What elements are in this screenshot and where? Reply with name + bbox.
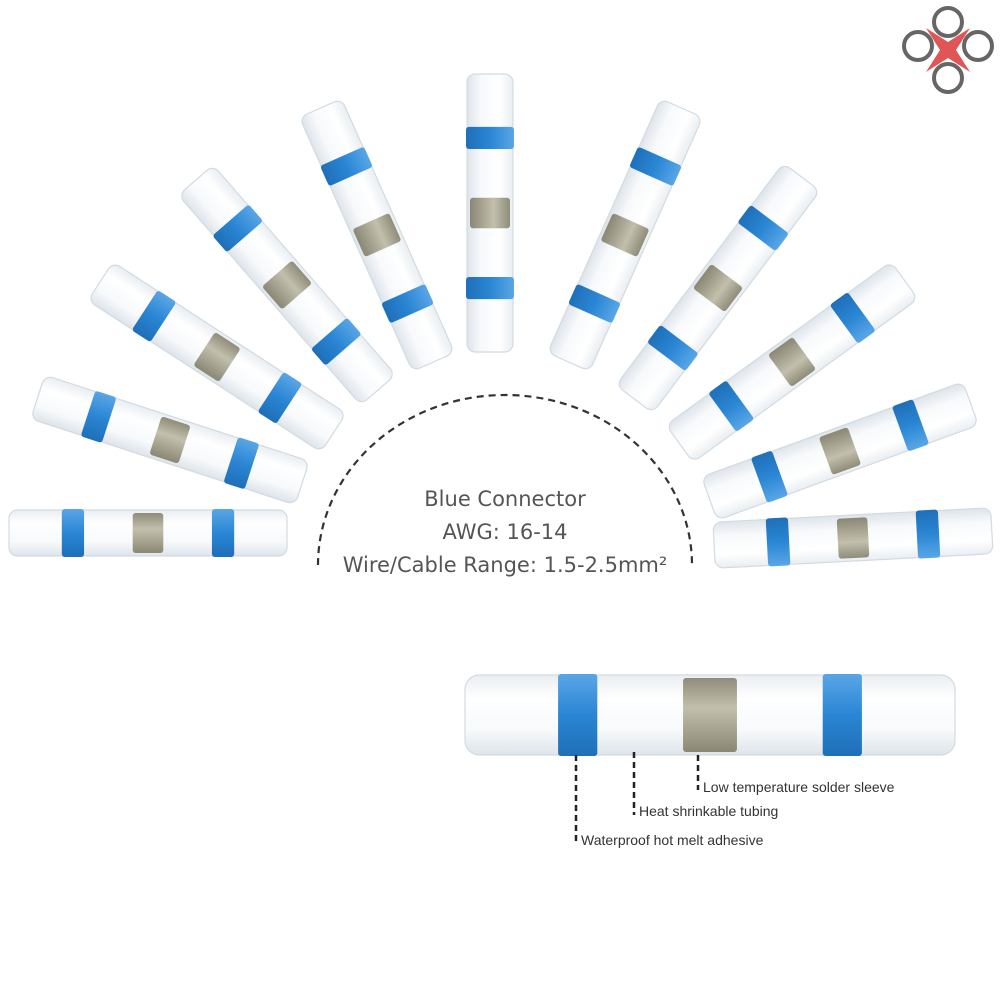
adhesive-band	[892, 399, 929, 451]
solder-sleeve	[819, 427, 861, 475]
connector	[703, 383, 977, 519]
connector	[466, 73, 514, 353]
solder-sleeve	[263, 261, 311, 309]
solder-sleeve	[836, 517, 870, 559]
connector	[8, 509, 288, 557]
connector	[32, 376, 308, 504]
callout-adhesive: Waterproof hot melt adhesive	[581, 832, 764, 848]
adhesive-band	[630, 147, 682, 186]
adhesive-band	[822, 674, 862, 756]
adhesive-band	[558, 674, 598, 756]
range-spec: Wire/Cable Range: 1.5-2.5mm²	[342, 553, 668, 577]
adhesive-band	[320, 147, 372, 186]
callout-tubing: Heat shrinkable tubing	[639, 803, 779, 819]
connector	[618, 165, 818, 411]
adhesive-band	[213, 205, 262, 252]
awg-spec: AWG: 16-14	[442, 520, 568, 544]
adhesive-band	[81, 391, 116, 443]
adhesive-band	[224, 437, 259, 489]
solder-sleeve	[132, 513, 164, 553]
adhesive-band	[738, 205, 788, 251]
solder-sleeve	[683, 678, 737, 752]
adhesive-band	[466, 126, 514, 150]
solder-sleeve	[769, 338, 815, 386]
detail-connector	[464, 674, 956, 756]
solder-sleeve	[150, 417, 190, 463]
connector	[181, 167, 393, 403]
adhesive-band	[382, 284, 434, 323]
solder-sleeve	[470, 197, 510, 229]
adhesive-band	[61, 509, 85, 557]
adhesive-band	[258, 372, 302, 423]
adhesive-band	[915, 509, 941, 559]
product-name: Blue Connector	[424, 487, 586, 511]
solder-sleeve	[353, 213, 401, 257]
adhesive-band	[830, 293, 875, 343]
callout-lines	[574, 752, 700, 845]
adhesive-band	[765, 517, 791, 567]
connector	[301, 100, 453, 370]
callout-solder: Low temperature solder sleeve	[703, 779, 895, 795]
adhesive-band	[568, 284, 620, 323]
adhesive-band	[312, 318, 361, 365]
solder-sleeve	[694, 264, 742, 312]
adhesive-band	[709, 381, 754, 431]
adhesive-band	[132, 291, 176, 342]
adhesive-band	[751, 451, 788, 503]
spec-text: Blue Connector AWG: 16-14 Wire/Cable Ran…	[305, 483, 705, 582]
connector	[464, 674, 956, 756]
drone-icon	[902, 6, 994, 94]
adhesive-band	[211, 509, 235, 557]
solder-sleeve	[194, 333, 240, 381]
dashed-arc	[316, 393, 694, 566]
connector	[549, 100, 701, 370]
connector	[712, 507, 994, 569]
connector-fan	[8, 73, 994, 569]
adhesive-band	[648, 325, 698, 371]
connector	[90, 264, 344, 450]
connector	[668, 264, 916, 460]
solder-sleeve	[601, 213, 649, 257]
adhesive-band	[466, 276, 514, 300]
